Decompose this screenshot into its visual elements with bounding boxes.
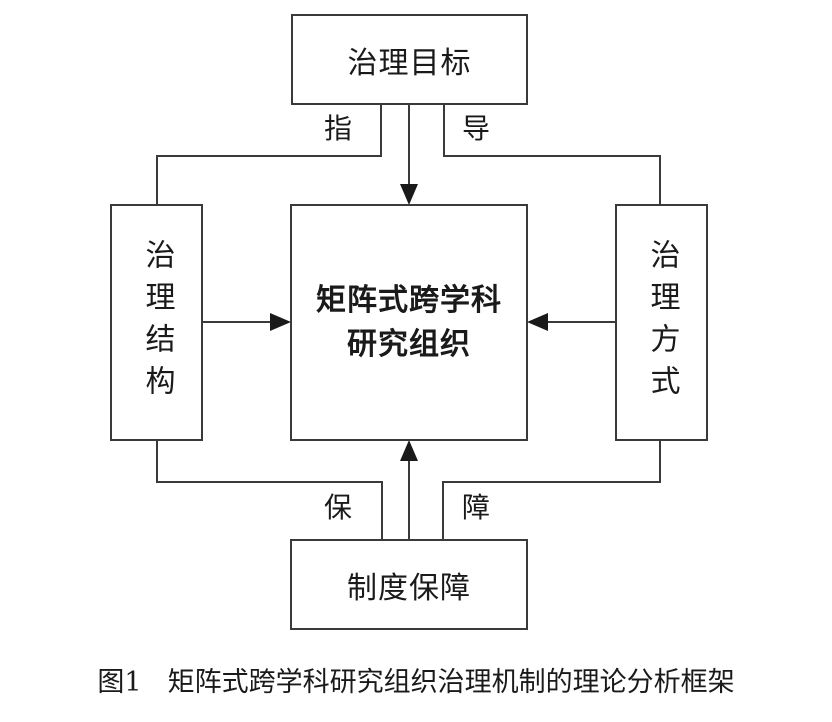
node-label: 治理方式 (644, 238, 680, 407)
figure-caption: 图1 矩阵式跨学科研究组织治理机制的理论分析框架 (0, 660, 832, 699)
node-governance-structure: 治理结构 (110, 204, 203, 441)
figure-number: 图1 (97, 667, 142, 698)
node-governance-goal: 治理目标 (291, 14, 528, 105)
edge-label-guarantee-right: 障 (462, 491, 491, 524)
edge-label-guarantee-left: 保 (324, 491, 353, 524)
node-matrix-research-organization: 矩阵式跨学科 研究组织 (290, 204, 528, 441)
node-label-line2: 研究组织 (347, 326, 471, 362)
connector-institution-to-structure (156, 440, 383, 540)
arrowhead-down-icon (400, 184, 418, 205)
connector-goal-to-method (443, 104, 661, 205)
connector-goal-to-structure (156, 104, 382, 205)
node-label-line1: 矩阵式跨学科 (316, 282, 502, 318)
node-governance-method: 治理方式 (615, 204, 708, 441)
node-label: 制度保障 (347, 570, 471, 606)
figure-title: 矩阵式跨学科研究组织治理机制的理论分析框架 (167, 667, 735, 698)
node-institutional-guarantee: 制度保障 (290, 539, 528, 630)
edge-label-guide-left: 指 (324, 112, 353, 145)
arrowhead-up-icon (400, 440, 418, 461)
connector-institution-to-method (442, 440, 661, 540)
node-label: 治理结构 (139, 238, 175, 407)
arrowhead-right-icon (270, 313, 291, 331)
edge-label-guide-right: 导 (462, 112, 491, 145)
node-label: 治理目标 (347, 45, 472, 81)
arrowhead-left-icon (527, 313, 548, 331)
